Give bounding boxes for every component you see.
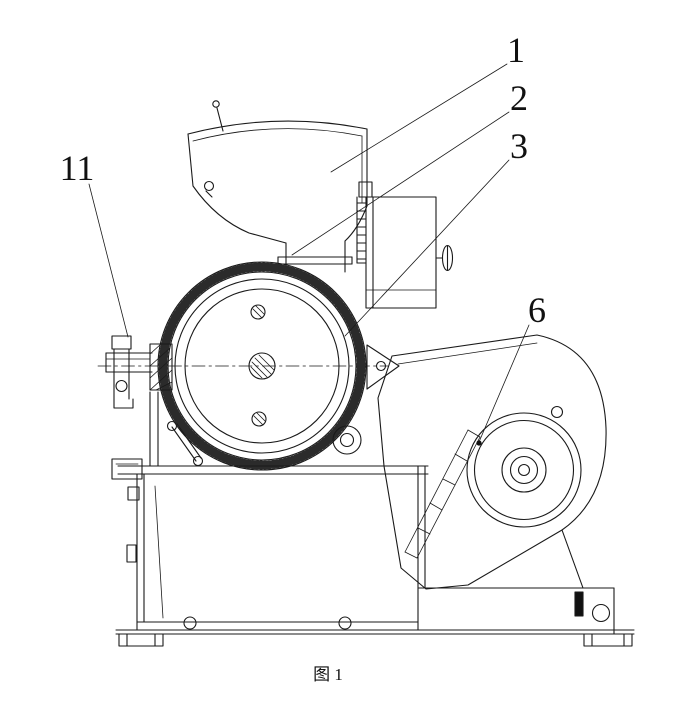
leader-line-2: [291, 111, 510, 256]
hopper-bolt: [203, 180, 215, 198]
feed-hopper: [187, 100, 368, 273]
callout-label-3: 3: [510, 126, 528, 166]
left-mount-block: [149, 343, 173, 391]
caster-left: [183, 616, 197, 630]
caster-right: [338, 616, 352, 630]
side-bracket: [105, 335, 153, 409]
hopper-lever: [212, 100, 224, 132]
leader-dot-6: [476, 440, 482, 446]
grinding-drum: [97, 261, 400, 471]
drive-pulley: [466, 412, 582, 528]
callout-label-1: 1: [507, 30, 525, 70]
leader-line-6: [478, 324, 530, 443]
right-base: [417, 465, 633, 647]
wall-clip: [127, 486, 140, 501]
leader-line-1: [330, 63, 508, 173]
wall-latch: [126, 544, 137, 563]
left-foot-pad: [118, 633, 164, 647]
handwheel: [435, 244, 454, 272]
guard-bolt: [550, 405, 564, 419]
drum-bolt-top: [250, 304, 266, 320]
drum-hub: [248, 352, 276, 380]
figure-caption: 图 1: [313, 665, 343, 684]
belt-slide-rails: [404, 429, 481, 559]
feed-adjust-box: [356, 181, 454, 309]
base-tank: [111, 391, 635, 647]
discharge-roller: [332, 425, 362, 455]
callout-label-6: 6: [528, 290, 546, 330]
callout-label-11: 11: [60, 148, 95, 188]
foot-bracket: [574, 591, 584, 617]
belt-guard: [377, 334, 607, 590]
callout-leaders: [88, 63, 530, 446]
foot-roller: [591, 603, 611, 623]
leader-line-3: [344, 159, 510, 337]
drum-bolt-bottom: [251, 411, 267, 427]
bracket-pin: [115, 379, 128, 393]
right-foot-pad: [583, 633, 633, 647]
leader-line-11: [88, 183, 129, 338]
tray-lip-cap: [111, 458, 143, 480]
callout-label-2: 2: [510, 78, 528, 118]
shaft-bracket: [366, 344, 400, 390]
